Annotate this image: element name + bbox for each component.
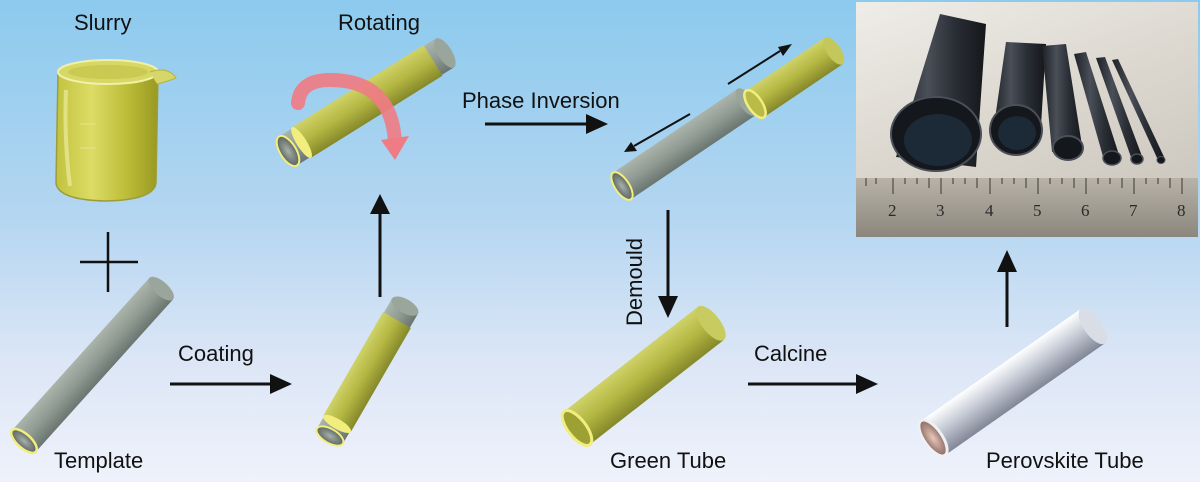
ruler-number: 8 bbox=[1177, 201, 1186, 220]
photo-tube-smallest bbox=[1112, 59, 1166, 164]
separation-arrow-up-icon bbox=[727, 44, 792, 85]
photo-tube-largest bbox=[890, 14, 986, 172]
arrow-demould-down bbox=[658, 210, 678, 318]
label-coating: Coating bbox=[178, 341, 254, 366]
label-rotating: Rotating bbox=[338, 10, 420, 35]
arrow-photo-up bbox=[997, 250, 1017, 327]
ruler-number: 3 bbox=[936, 201, 945, 220]
label-demould: Demould bbox=[622, 237, 647, 326]
plus-icon bbox=[80, 232, 138, 292]
label-phase-inversion: Phase Inversion bbox=[462, 88, 620, 113]
label-slurry: Slurry bbox=[74, 10, 132, 35]
photo-tube-smaller bbox=[1096, 57, 1144, 165]
label-green-tube: Green Tube bbox=[610, 448, 727, 473]
green-sleeve-icon bbox=[743, 37, 845, 120]
ruler-number: 2 bbox=[888, 201, 897, 220]
rotation-arrow-icon bbox=[291, 72, 409, 160]
photo-tube-large bbox=[989, 42, 1046, 156]
label-template: Template bbox=[54, 448, 144, 473]
template-tube-icon bbox=[9, 276, 174, 455]
ruler-ticks bbox=[865, 178, 1183, 194]
rotating-tube-icon bbox=[275, 38, 456, 168]
photo-tube-small bbox=[1074, 52, 1122, 166]
ruler-number: 4 bbox=[985, 201, 994, 220]
arrow-calcine-right bbox=[748, 374, 878, 394]
perovskite-tubes-photo: 2 3 4 5 6 7 8 bbox=[856, 2, 1198, 237]
arrow-rotating-up bbox=[370, 194, 390, 297]
arrow-coating-right bbox=[170, 374, 292, 394]
perovskite-tube-icon bbox=[917, 308, 1107, 458]
photo-tube-medium bbox=[1042, 44, 1084, 161]
label-calcine: Calcine bbox=[754, 341, 828, 366]
separation-arrow-down-icon bbox=[624, 113, 691, 152]
ruler-number: 7 bbox=[1129, 201, 1138, 220]
label-perovskite-tube: Perovskite Tube bbox=[986, 448, 1144, 473]
slurry-beaker-icon bbox=[55, 59, 177, 202]
coated-tube-icon bbox=[315, 296, 419, 447]
ruler-number: 6 bbox=[1081, 201, 1090, 220]
ruler-number: 5 bbox=[1033, 201, 1042, 220]
arrow-phase-inversion-right bbox=[485, 114, 608, 134]
green-tube-icon bbox=[560, 305, 726, 447]
